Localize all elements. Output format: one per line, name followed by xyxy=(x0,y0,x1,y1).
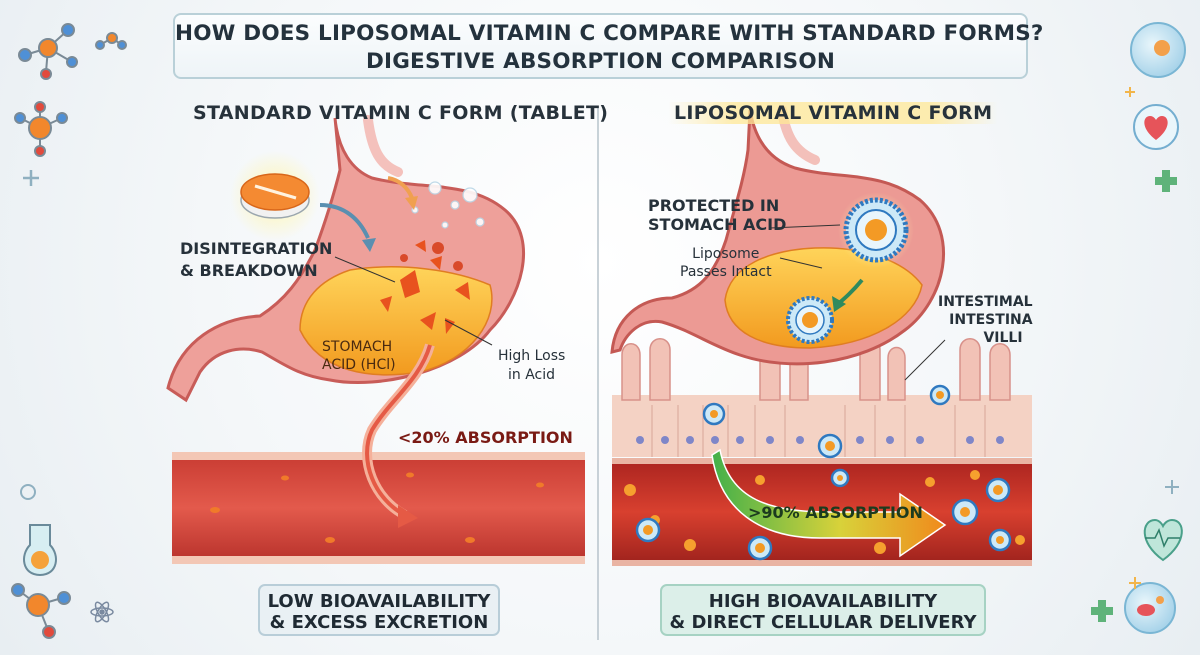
left-blood-vessel xyxy=(172,452,585,564)
right-result-box: HIGH BIOAVAILABILITY & DIRECT CELLULAR D… xyxy=(660,584,986,636)
cell-icon xyxy=(1124,582,1176,634)
liposome-medium xyxy=(786,296,834,344)
title-banner: HOW DOES LIPOSOMAL VITAMIN C COMPARE WIT… xyxy=(173,13,1044,79)
atom-icon xyxy=(90,601,114,623)
plus-icon xyxy=(1129,577,1141,589)
plus-icon xyxy=(1155,170,1177,192)
left-absorption-label: <20% ABSORPTION xyxy=(398,428,573,447)
tablet-arrow xyxy=(319,203,370,239)
absorption-arrow-right xyxy=(711,448,947,558)
plus-icon xyxy=(1165,480,1179,494)
plus-icon xyxy=(1125,87,1135,97)
title-line-1: HOW DOES LIPOSOMAL VITAMIN C COMPARE WIT… xyxy=(175,21,1044,46)
heart-icon xyxy=(1143,518,1183,562)
left-stomach xyxy=(166,115,526,403)
title-line-2: DIGESTIVE ABSORPTION COMPARISON xyxy=(365,49,836,74)
villi-label: INTESTIMAL INTESTINA VILLI xyxy=(938,294,1033,346)
disintegration-label: DISINTEGRATION & BREAKDOWN xyxy=(180,239,333,280)
ring-icon xyxy=(20,484,36,500)
plus-icon xyxy=(1091,600,1113,622)
cell-icon xyxy=(1130,22,1186,78)
stomach-acid-label: STOMACH ACID (HCl) xyxy=(322,339,396,373)
left-heading: STANDARD VITAMIN C FORM (TABLET) xyxy=(193,102,609,124)
molecule-icon xyxy=(18,23,78,80)
molecule-icon xyxy=(95,32,127,50)
molecule-icon xyxy=(14,101,68,157)
flask-icon xyxy=(23,524,57,577)
right-stomach xyxy=(610,105,945,366)
liposome-intact-label: Liposome Passes Intact xyxy=(680,246,772,280)
acid-loss-label: High Loss in Acid xyxy=(498,348,566,383)
left-result-box: LOW BIOAVAILABILITY & EXCESS EXCRETION xyxy=(258,584,500,636)
molecule-icon xyxy=(11,583,71,639)
right-heading: LIPOSOMAL VITAMIN C FORM xyxy=(668,102,999,124)
plus-icon xyxy=(23,170,39,186)
liposome-large xyxy=(838,192,914,268)
tablet-icon xyxy=(230,151,320,241)
heart-icon xyxy=(1133,104,1179,150)
protected-label: PROTECTED IN STOMACH ACID xyxy=(648,196,787,234)
right-absorption-label: >90% ABSORPTION xyxy=(748,503,923,522)
